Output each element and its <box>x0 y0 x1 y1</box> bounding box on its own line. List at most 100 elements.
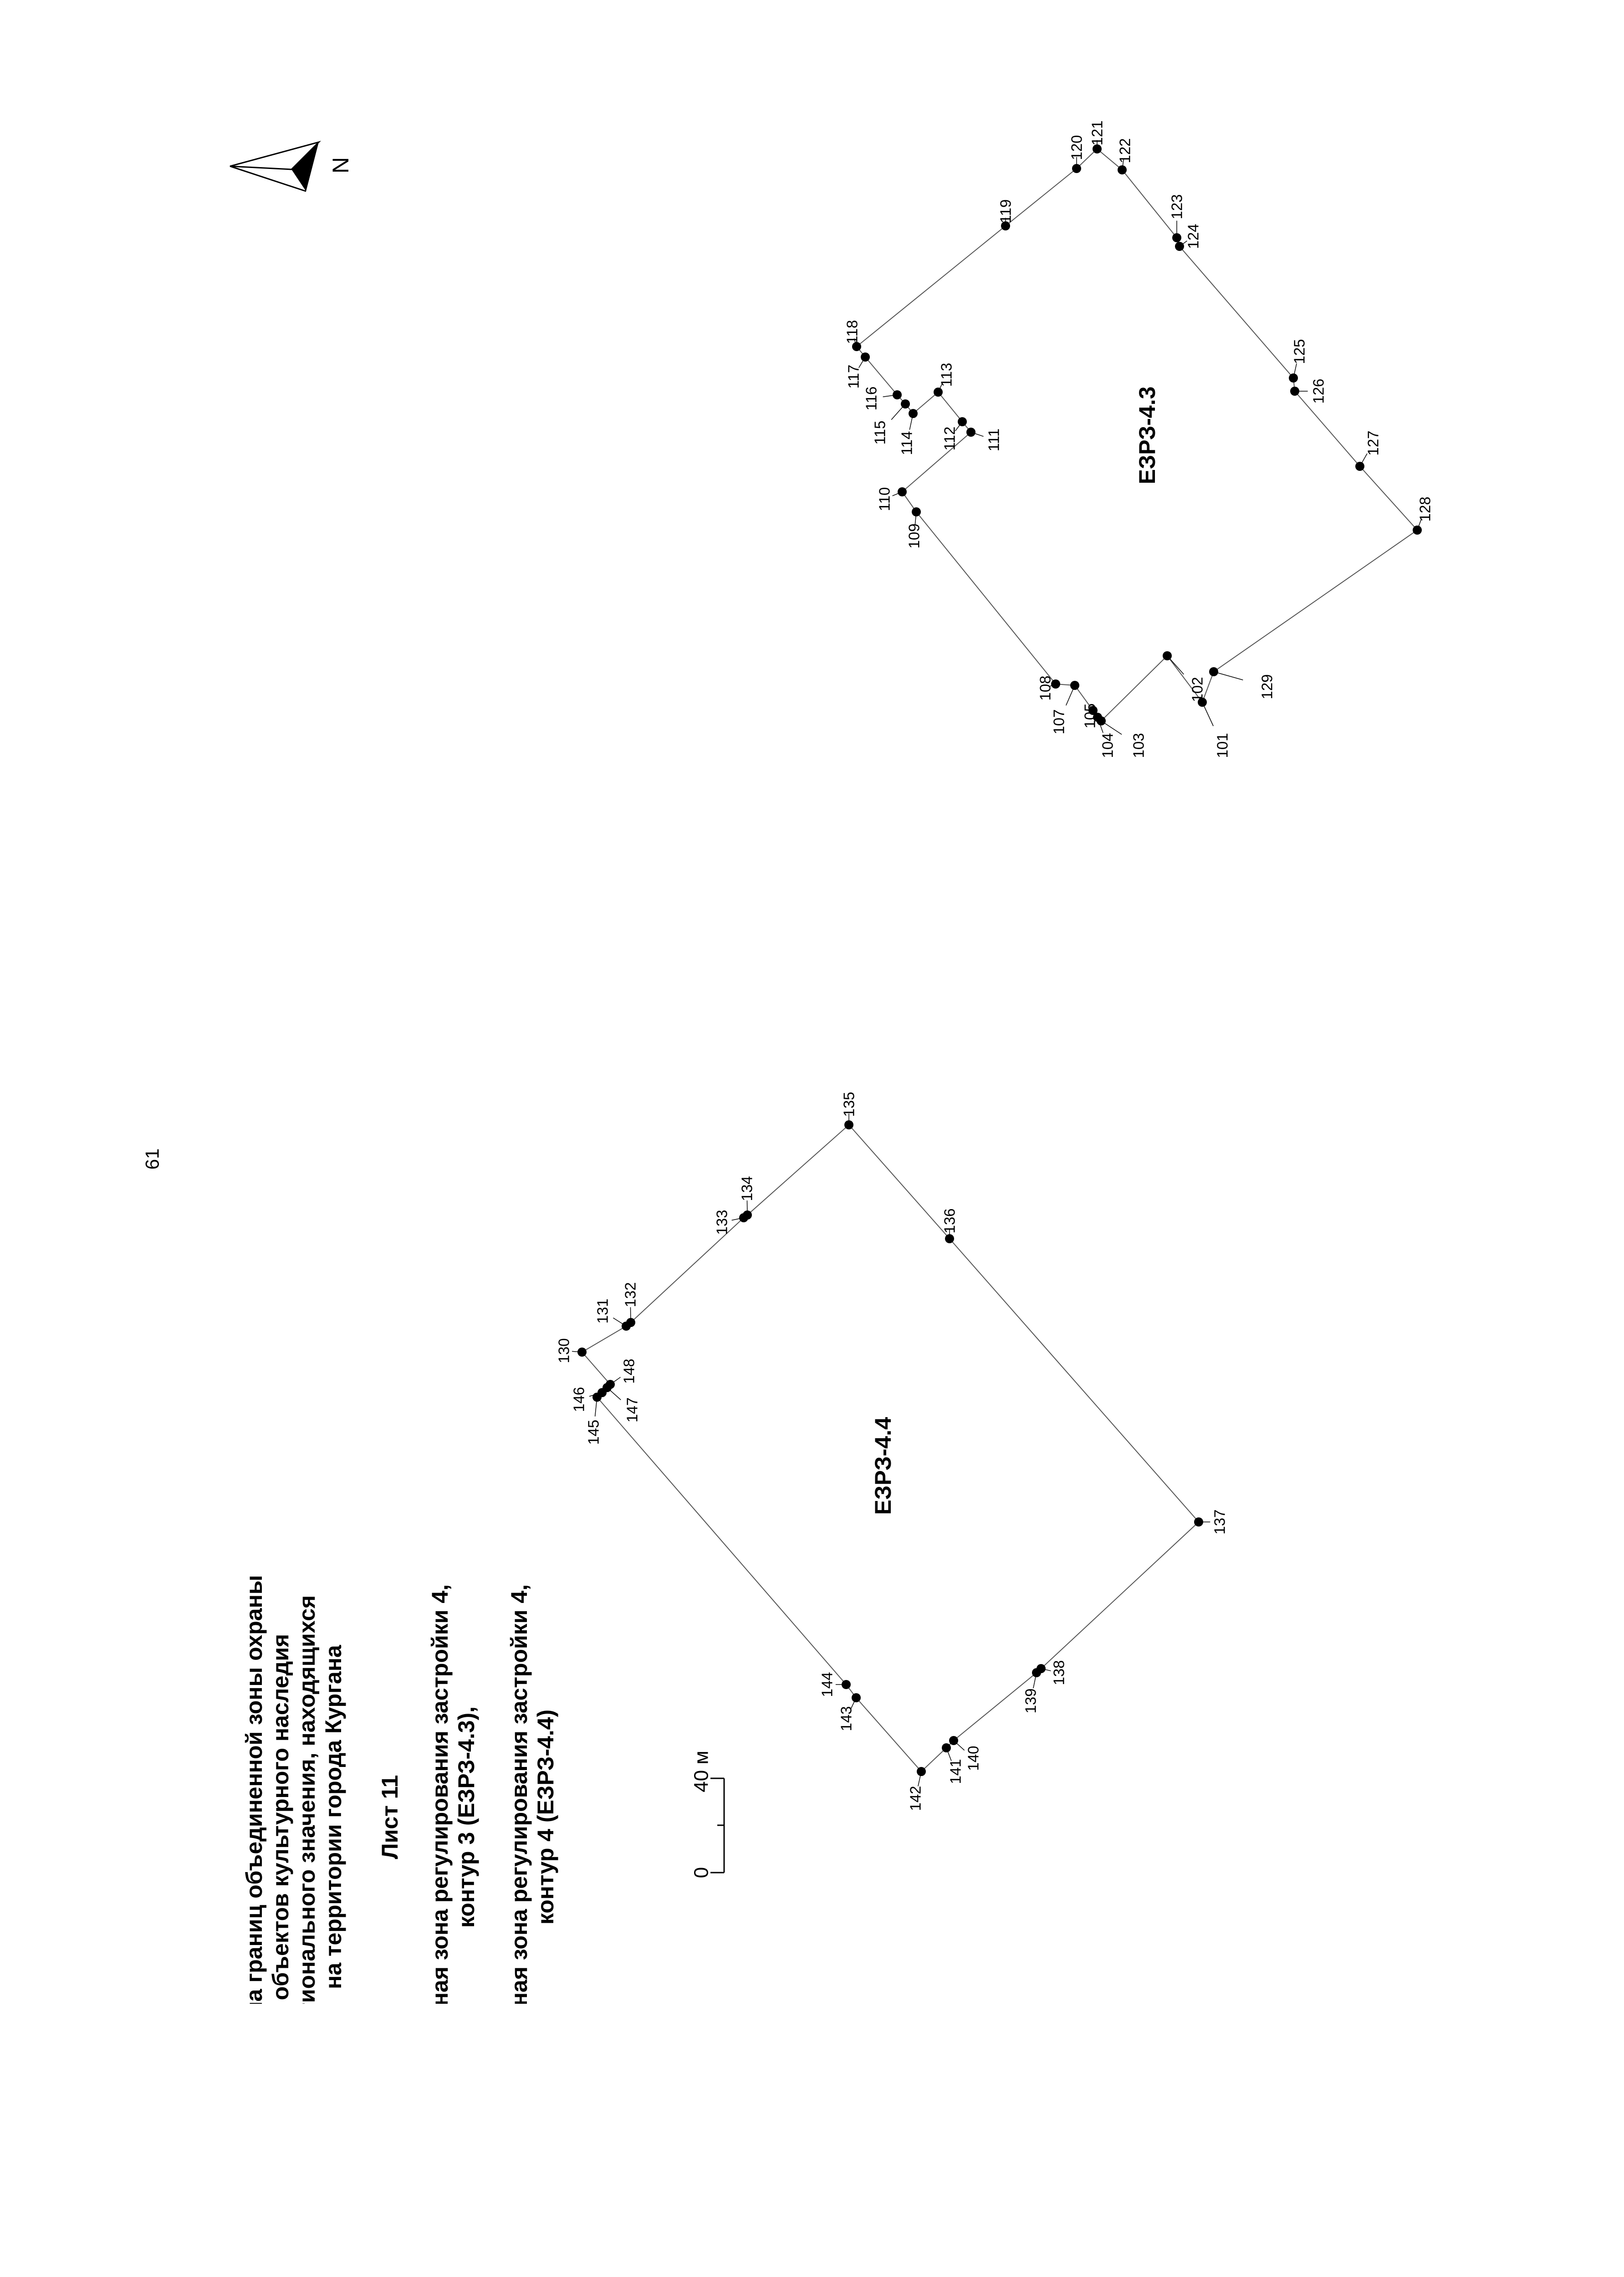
point-label: 110 <box>876 487 893 511</box>
point-label: 104 <box>1099 733 1116 758</box>
boundary-point-marker <box>1355 462 1364 471</box>
point-label: 120 <box>1068 135 1085 160</box>
boundary-point-marker <box>1118 165 1127 174</box>
point-label: 101 <box>1214 733 1231 758</box>
point-label: 119 <box>997 199 1014 224</box>
title-line: объектов культурного наследия <box>268 1634 293 2000</box>
boundary-point-marker <box>1198 698 1207 707</box>
boundary-point-marker <box>1001 221 1010 230</box>
point-label: 125 <box>1291 339 1308 364</box>
boundary-point-marker <box>626 1318 635 1327</box>
boundary-point-marker <box>1072 164 1081 173</box>
point-label: 145 <box>585 1419 602 1445</box>
boundary-point-marker <box>743 1210 752 1220</box>
point-label: 141 <box>947 1759 964 1784</box>
title-line: Схема границ объединенной зоны охраны <box>241 1575 267 2004</box>
boundary-point-marker <box>949 1736 958 1745</box>
point-label: 121 <box>1089 120 1106 145</box>
boundary-point-marker <box>1290 387 1299 396</box>
boundary-point-marker <box>842 1680 851 1689</box>
boundary-point-marker <box>1093 713 1102 722</box>
point-leader <box>1213 671 1243 680</box>
point-label: 103 <box>1130 733 1147 758</box>
boundary-point-marker <box>577 1348 587 1357</box>
zone-description-line: контур 3 (ЕЗРЗ-4.3), <box>454 1706 479 1928</box>
boundary-point-marker <box>898 487 907 496</box>
boundary-point-marker <box>958 417 967 426</box>
point-label: 118 <box>844 320 861 344</box>
boundary-point-marker <box>852 1693 861 1702</box>
point-label: 109 <box>906 523 923 548</box>
boundary-point-marker <box>942 1743 951 1752</box>
boundary-point-marker <box>917 1767 926 1776</box>
scale-bar: 0 40 м <box>690 1751 725 1878</box>
scale-start-label: 0 <box>690 1867 713 1878</box>
point-label: 144 <box>819 1672 836 1697</box>
boundary-point-marker <box>1093 144 1102 153</box>
point-label: 114 <box>899 431 915 455</box>
zone-label: ЕЗРЗ-4.4 <box>870 1417 896 1515</box>
point-label: 148 <box>621 1358 638 1384</box>
title-line: на территории города Кургана <box>321 1644 346 1989</box>
point-label: 147 <box>624 1397 641 1422</box>
boundary-point-marker <box>912 507 921 516</box>
point-label: 135 <box>841 1092 858 1117</box>
zone-contour: 1011021031041051071081091101111121131141… <box>844 120 1434 758</box>
point-label: 107 <box>1051 709 1067 734</box>
boundary-point-marker <box>1413 526 1422 535</box>
point-label: 128 <box>1417 496 1434 521</box>
point-label: 139 <box>1022 1688 1039 1713</box>
point-label: 111 <box>986 429 1002 451</box>
boundary-point-marker <box>893 390 902 399</box>
point-label: 130 <box>556 1338 572 1363</box>
map-sheet: 61 N Схема границ объединенной зоны охра… <box>142 120 1434 2004</box>
point-label: 140 <box>965 1746 982 1771</box>
point-label: 143 <box>838 1706 855 1731</box>
boundary-point-marker <box>934 388 943 397</box>
zone-description-line: контур 4 (ЕЗРЗ-4.4) <box>533 1710 558 1925</box>
boundary-point-marker <box>1289 373 1298 383</box>
north-arrow-icon <box>230 141 322 192</box>
north-label: N <box>328 157 353 174</box>
point-label: 132 <box>622 1282 639 1307</box>
point-label: 116 <box>863 387 880 411</box>
point-label: 105 <box>1082 703 1098 728</box>
point-label: 142 <box>907 1786 924 1811</box>
boundary-point-marker <box>1209 667 1218 676</box>
point-label: 138 <box>1051 1660 1067 1685</box>
title-line: регионального значения, находящихся <box>294 1595 320 2004</box>
boundary-point-marker <box>1032 1668 1041 1677</box>
boundary-point-marker <box>852 342 861 351</box>
boundary-point-marker <box>1163 651 1172 660</box>
point-label: 131 <box>594 1298 611 1323</box>
point-label: 137 <box>1211 1509 1228 1534</box>
point-label: 129 <box>1259 674 1276 699</box>
zone-description-line: Единая зона регулирования застройки 4, <box>506 1584 532 2004</box>
point-label: 117 <box>845 365 862 389</box>
point-label: 115 <box>872 421 889 445</box>
boundary-point-marker <box>945 1234 954 1243</box>
point-label: 134 <box>739 1176 756 1201</box>
point-label: 126 <box>1310 378 1327 403</box>
point-label: 133 <box>714 1210 730 1235</box>
boundary-point-marker <box>844 1120 853 1129</box>
sheet-label: Лист 11 <box>377 1775 403 1859</box>
boundary-point-marker <box>1172 233 1181 242</box>
zone-description-line: Единая зона регулирования застройки 4, <box>427 1584 453 2004</box>
point-label: 108 <box>1037 675 1054 700</box>
boundary-point-marker <box>606 1380 615 1389</box>
title-block: Схема границ объединенной зоны охраны об… <box>241 1575 558 2004</box>
boundary-point-marker <box>1088 706 1098 715</box>
boundary-point-marker <box>909 409 918 418</box>
point-label: 123 <box>1169 194 1185 219</box>
point-label: 146 <box>571 1387 587 1412</box>
page-number: 61 <box>142 1149 163 1170</box>
scale-end-label: 40 м <box>690 1751 713 1792</box>
boundary-point-marker <box>1194 1517 1203 1527</box>
point-label: 112 <box>941 427 958 451</box>
point-label: 124 <box>1185 224 1202 249</box>
boundary-point-marker <box>861 352 870 362</box>
point-label: 136 <box>941 1208 958 1233</box>
boundary-point-marker <box>1175 242 1184 251</box>
